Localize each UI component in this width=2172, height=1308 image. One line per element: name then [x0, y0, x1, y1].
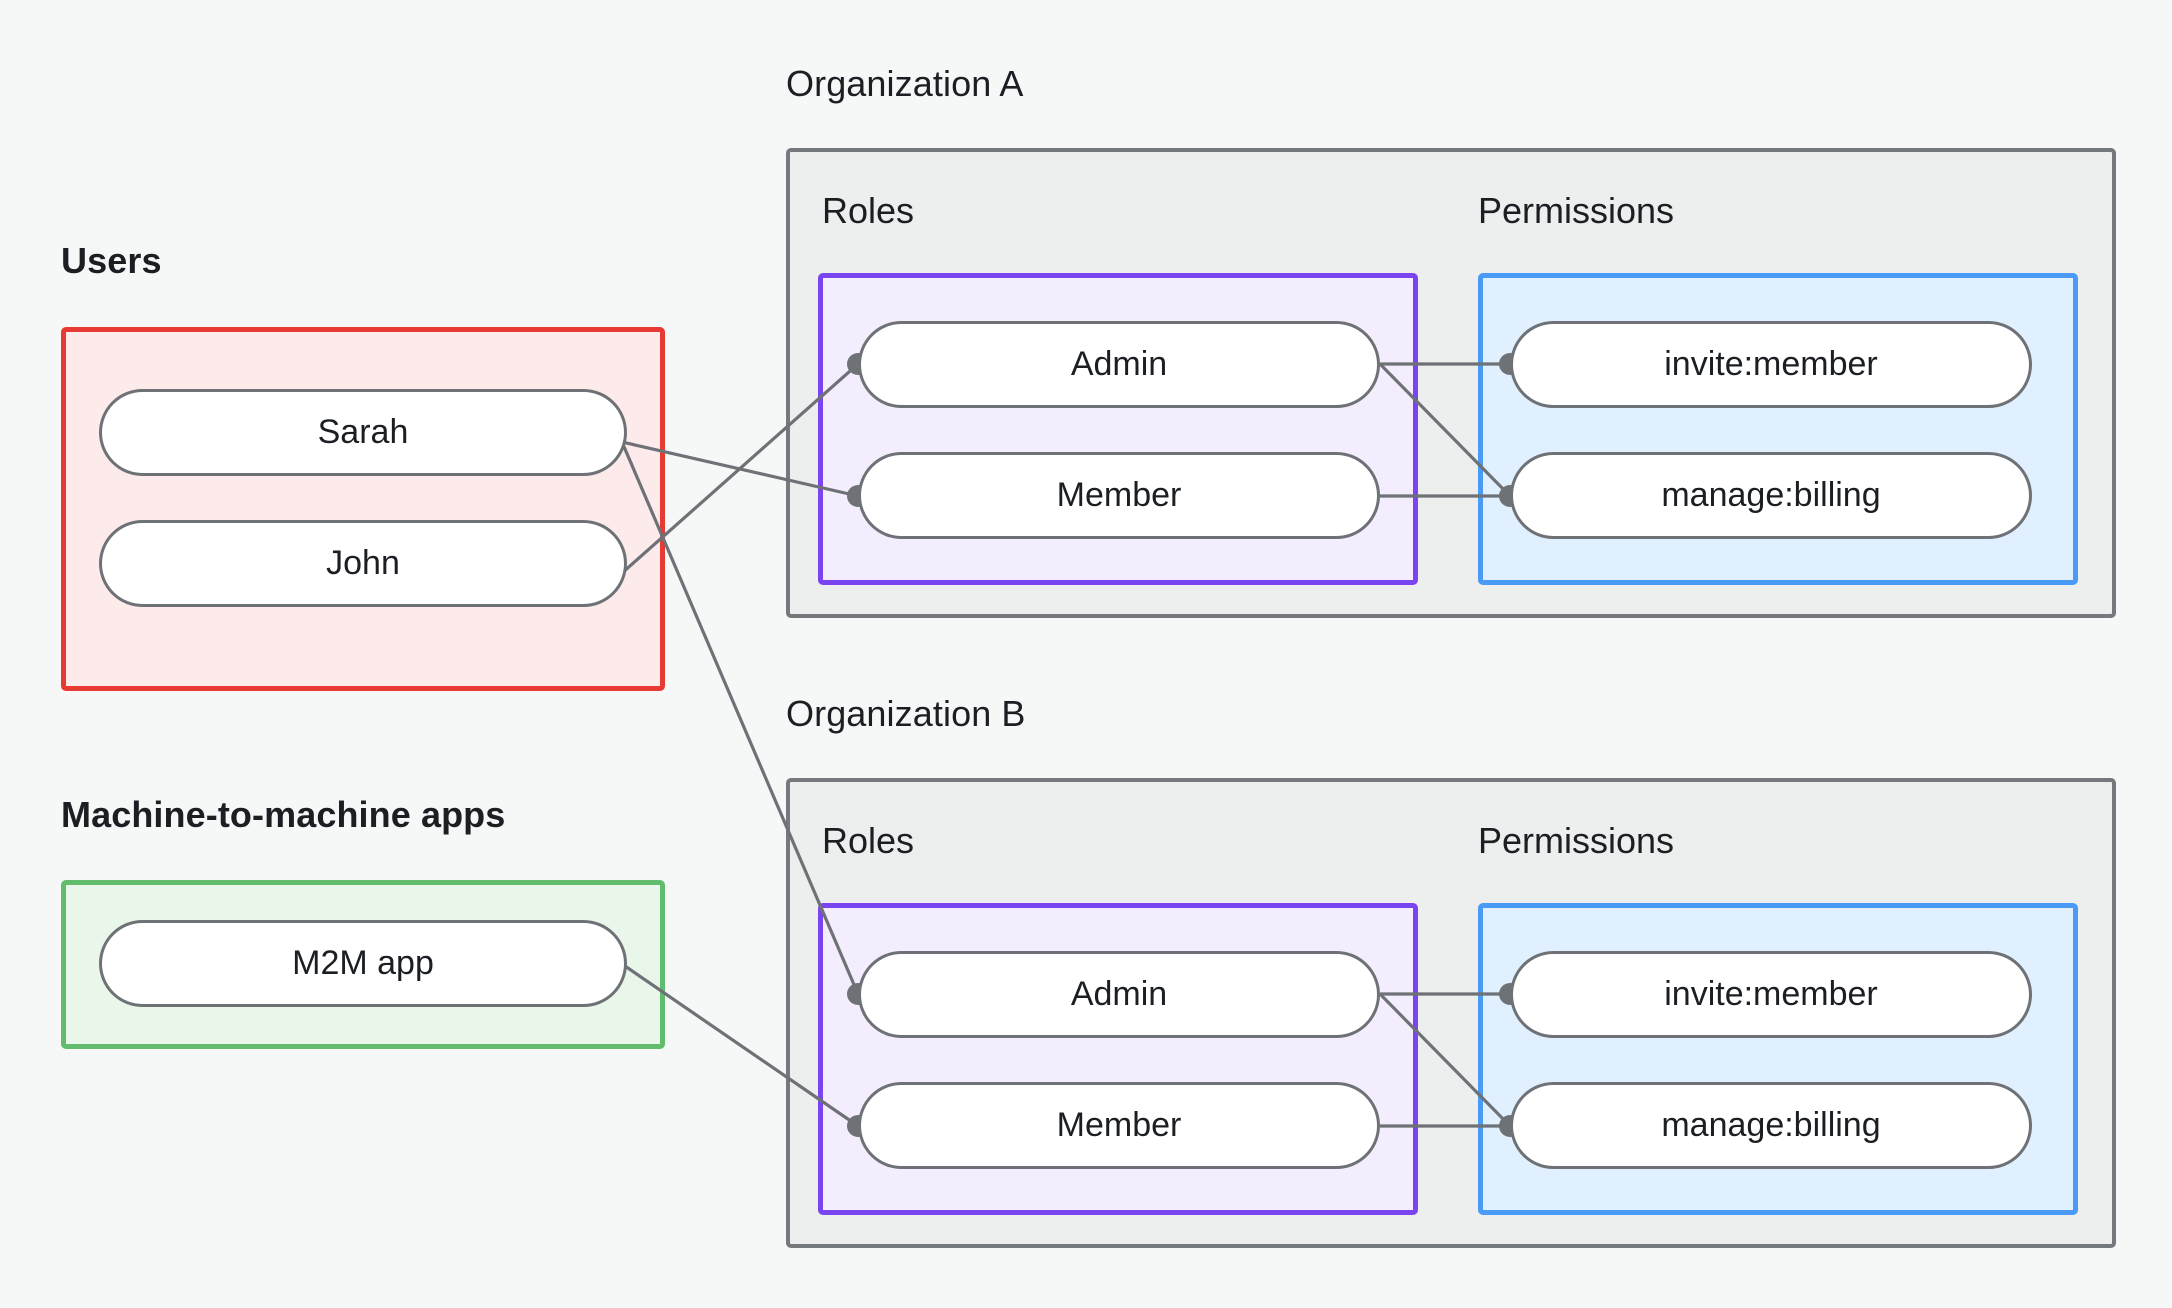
organization-a-permission-pill-manage-billing[interactable]: manage:billing	[1510, 452, 2032, 539]
organization-b-caption: Organization B	[786, 693, 1026, 734]
m2m-pill-app[interactable]: M2M app	[99, 920, 627, 1007]
organization-a-role-pill-member[interactable]: Member	[858, 452, 1380, 539]
m2m-caption: Machine-to-machine apps	[61, 794, 506, 835]
organization-b-permission-pill-manage-billing[interactable]: manage:billing	[1510, 1082, 2032, 1169]
organization-a-role-pill-admin[interactable]: Admin	[858, 321, 1380, 408]
organization-b-role-pill-admin[interactable]: Admin	[858, 951, 1380, 1038]
users-caption: Users	[61, 240, 162, 281]
organization-a-permission-pill-invite-member[interactable]: invite:member	[1510, 321, 2032, 408]
organization-a-permissions-heading: Permissions	[1478, 190, 1675, 231]
organization-b-permissions-heading: Permissions	[1478, 820, 1675, 861]
organization-a-roles-heading: Roles	[822, 190, 915, 231]
organization-b-permission-pill-invite-member[interactable]: invite:member	[1510, 951, 2032, 1038]
user-pill-john[interactable]: John	[99, 520, 627, 607]
organization-a-caption: Organization A	[786, 63, 1024, 104]
users-group-box	[61, 327, 665, 691]
organization-b-role-pill-member[interactable]: Member	[858, 1082, 1380, 1169]
organization-b-roles-heading: Roles	[822, 820, 915, 861]
user-pill-sarah[interactable]: Sarah	[99, 389, 627, 476]
